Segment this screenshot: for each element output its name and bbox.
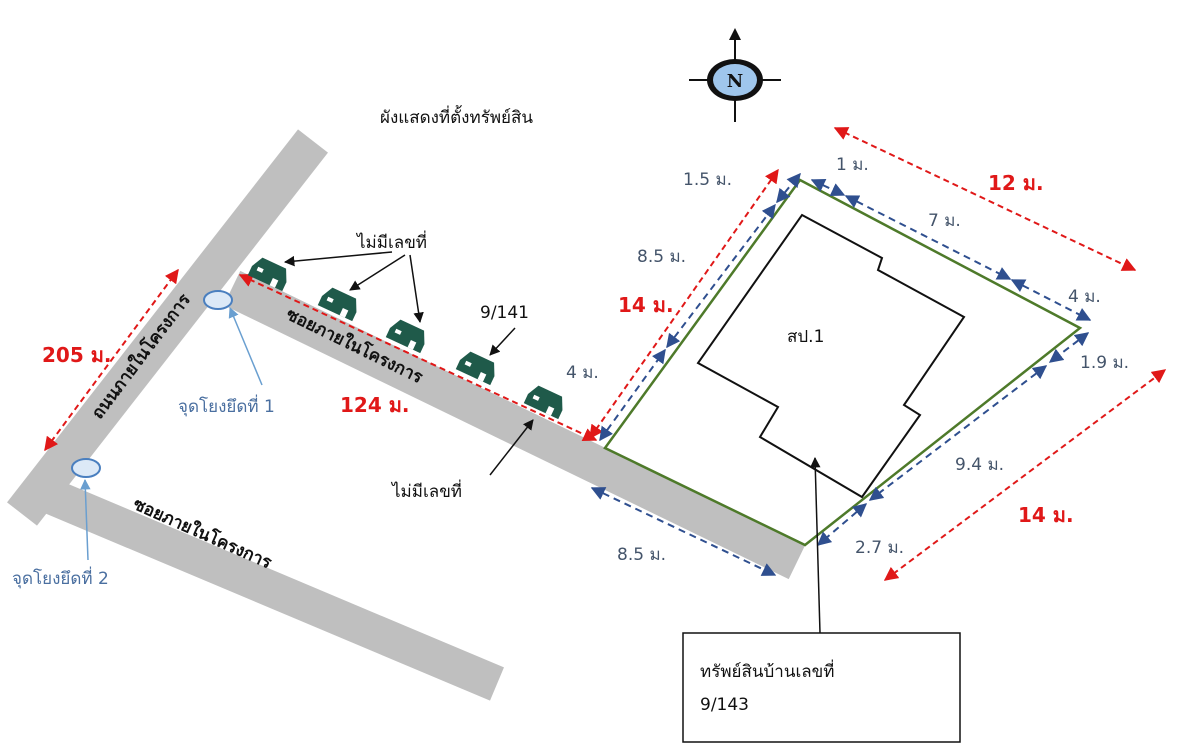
dim-soi [238,273,598,442]
house-icon [523,385,563,420]
dim-bottom-label: 8.5 ม. [617,545,666,565]
pointer-arrow [489,419,534,476]
dim-left-b [666,203,776,349]
dim-left-total-label: 14 ม. [618,293,674,317]
info-box-line1: ทรัพย์สินบ้านเลขที่ [700,659,835,682]
anchor-point-1-label: จุดโยงยึดที่ 1 [178,394,275,417]
dim-soi-label: 124 ม. [340,393,410,417]
dim-main-road [44,268,179,452]
anchor-point-2-marker [71,458,101,478]
dim-top-b-label: 7 ม. [928,211,961,231]
pointer-arrow [80,478,91,561]
dim-right-c-label: 2.7 ม. [855,538,904,558]
dim-top-total-label: 12 ม. [988,171,1044,195]
houses [247,257,563,420]
dim-right-a-label: 1.9 ม. [1080,353,1129,373]
house-icon [455,351,495,386]
building-label: สป.1 [787,327,824,347]
house-icon [385,319,425,354]
pointer-arrow [489,327,516,356]
dim-right-b-label: 9.4 ม. [955,455,1004,475]
dim-top-a-label: 1 ม. [836,155,869,175]
dim-left-b-label: 8.5 ม. [637,247,686,267]
no-number-label-top: ไม่มีเลขที่ [355,230,427,253]
anchor-point-2-label: จุดโยงยึดที่ 2 [12,566,109,589]
pointer-arrow [283,251,393,267]
info-box-line2: 9/143 [700,695,749,715]
dim-top-b [844,195,1012,280]
dim-right-total-label: 14 ม. [1018,503,1074,527]
anchor-point-1-marker [203,290,233,310]
dim-top-a [810,179,846,196]
dim-left-c [599,348,666,442]
no-number-label-bottom: ไม่มีเลขที่ [390,479,462,502]
dim-top-c [1010,279,1092,321]
lower-soi [41,478,504,701]
house-9-141-label: 9/141 [480,303,529,323]
pointer-arrow [409,254,424,324]
north-compass-icon: N [689,28,781,122]
dim-left-a-label: 1.5 ม. [683,170,732,190]
dim-main-road-label: 205 ม. [42,343,112,367]
dim-top-c-label: 4 ม. [1068,287,1101,307]
house-icon [317,287,357,322]
dim-right-c [816,503,868,546]
pointer-arrow [349,254,406,291]
dim-left-c-label: 4 ม. [566,363,599,383]
dim-left-a [776,172,801,204]
house-icon [247,257,287,292]
map-title: ผังแสดงที่ตั้งทรัพย์สิน [380,105,533,128]
pointer-arrow [810,456,821,634]
dim-right-a [1048,332,1090,363]
pointer-arrow [228,307,263,386]
dim-right-b [868,365,1048,501]
info-box [682,632,961,743]
dim-bottom [590,487,777,576]
compass-north-label: N [727,71,743,92]
